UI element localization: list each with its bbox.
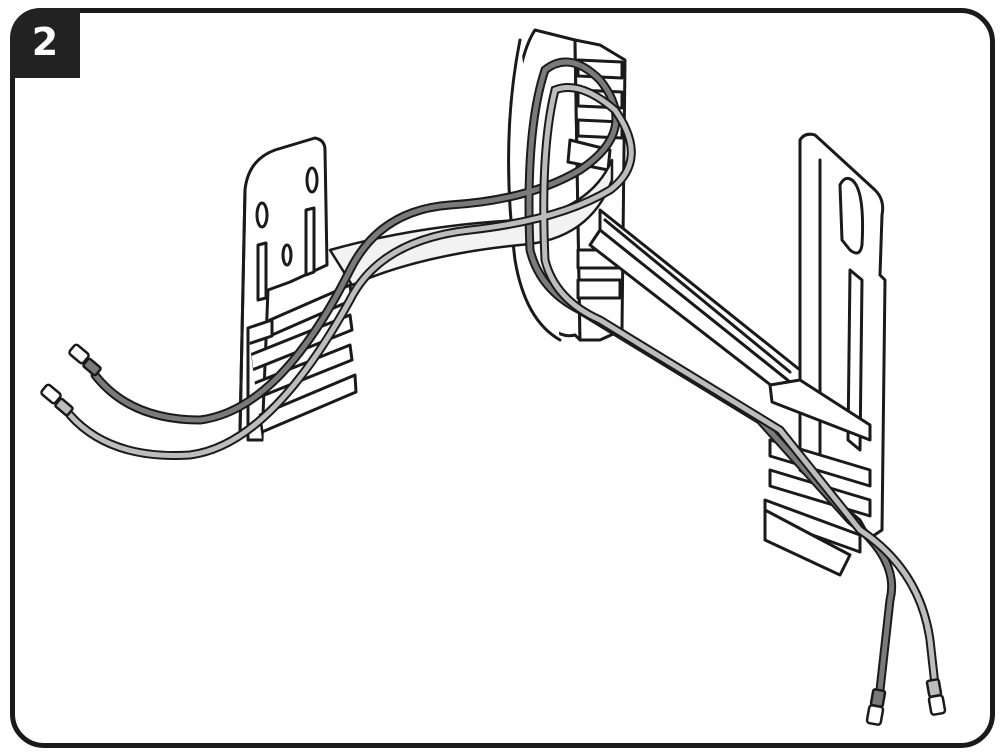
left-plate-hole-3 (281, 243, 293, 267)
left-plate-hole-2 (305, 166, 319, 194)
step-number-badge: 2 (10, 8, 80, 78)
light-grey-cable (65, 83, 940, 690)
dark-grey-cable (90, 57, 897, 695)
connector-dark-left (68, 343, 102, 377)
connector-dark-right (865, 688, 887, 726)
left-plate-hole-1 (255, 201, 269, 229)
connector-light-left (40, 383, 74, 417)
connector-light-right (925, 678, 947, 716)
horizontal-arm (588, 208, 802, 402)
